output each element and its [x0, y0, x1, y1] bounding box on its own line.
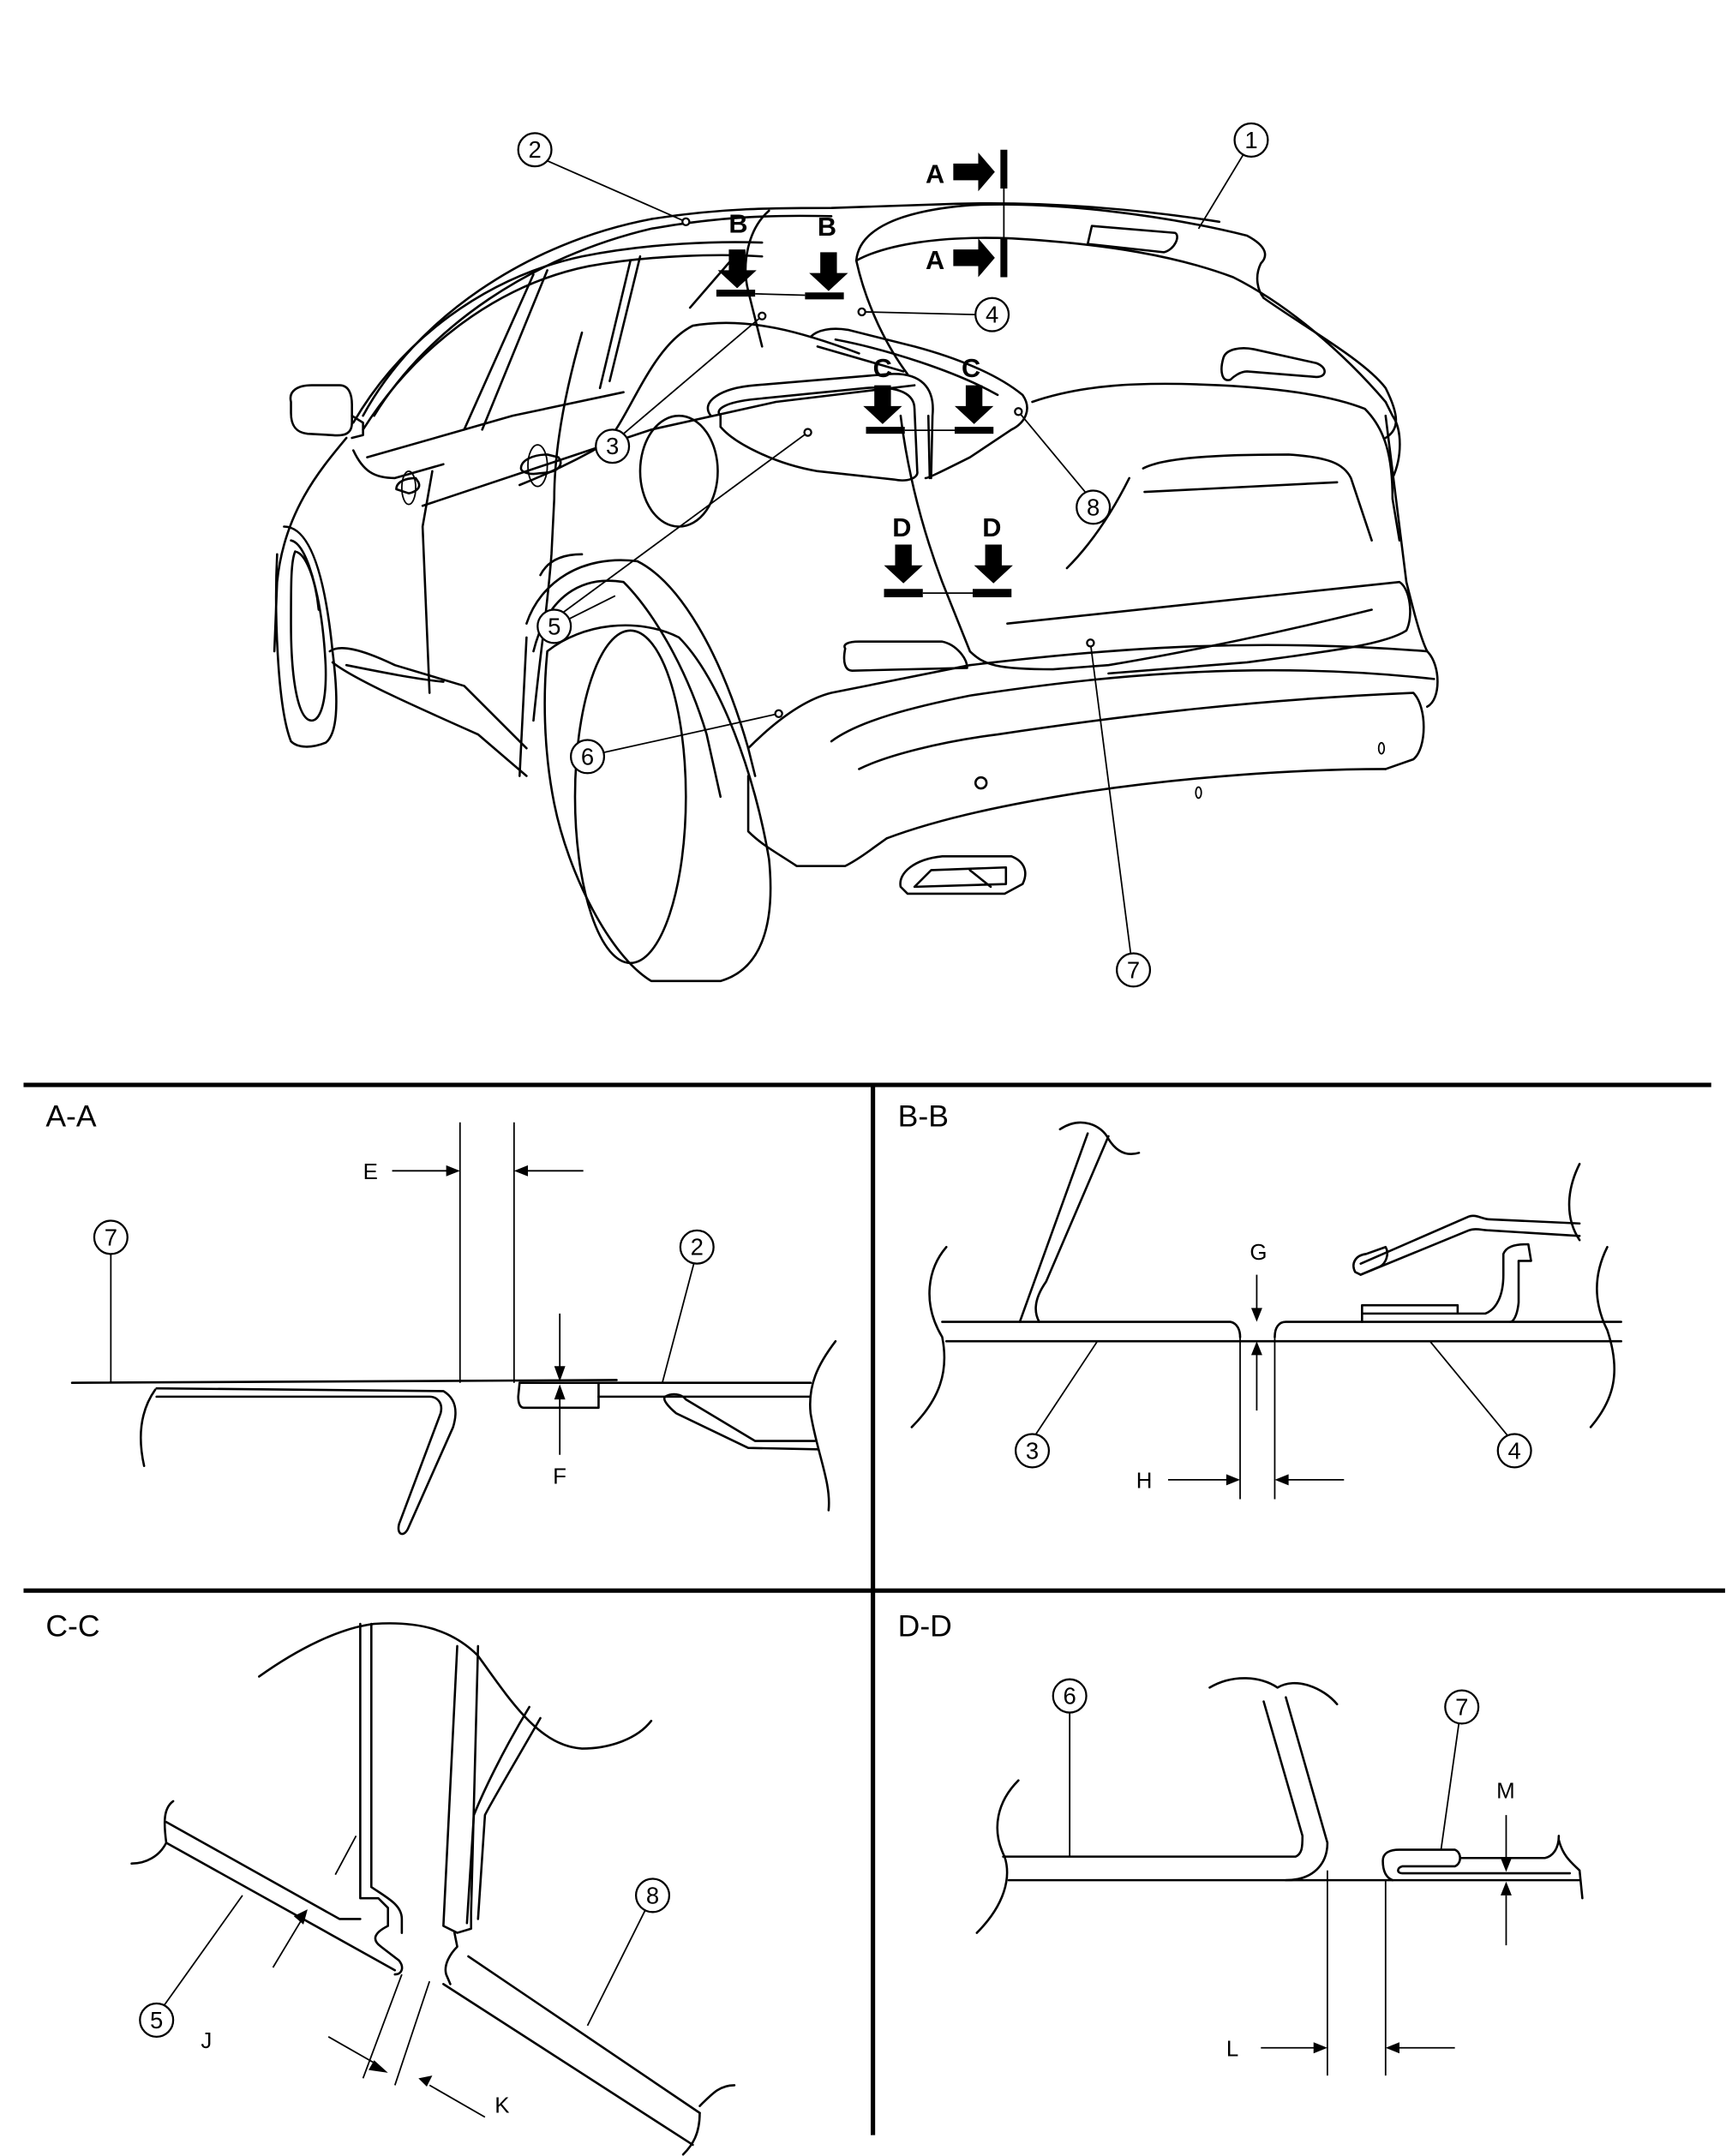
dimension-label-m: M — [1496, 1780, 1515, 1804]
down-arrow-icon — [884, 544, 923, 584]
svg-text:6: 6 — [581, 743, 594, 770]
down-arrow-icon — [717, 249, 757, 289]
callout-b-3: 3 — [1014, 1340, 1099, 1469]
arrow-left-icon — [1385, 2042, 1399, 2054]
svg-text:1: 1 — [1244, 127, 1257, 153]
section-letter: A — [926, 159, 944, 189]
arrow-down-icon — [1500, 1858, 1512, 1872]
svg-text:5: 5 — [548, 613, 560, 639]
callout-3: 3 — [595, 311, 767, 464]
dimension-label-j: J — [201, 2029, 212, 2053]
callout-6: 6 — [569, 709, 783, 775]
svg-text:5: 5 — [150, 2007, 163, 2033]
callout-a-7: 7 — [93, 1219, 129, 1383]
section-letter: B — [728, 209, 747, 239]
arrow-right-icon — [1313, 2042, 1327, 2054]
section-letter: B — [818, 212, 836, 242]
arrow-left-icon — [513, 1165, 529, 1177]
callout-b-4: 4 — [1429, 1340, 1532, 1469]
arrow-down-icon — [1250, 1308, 1262, 1322]
section-b-b: B-B G H — [898, 1099, 1622, 1500]
section-marker-c-right: C — [954, 353, 994, 434]
section-marker-b-right: B — [805, 212, 848, 300]
section-title: C-C — [45, 1609, 99, 1644]
callout-d-7: 7 — [1440, 1689, 1480, 1850]
section-line-b — [755, 293, 806, 296]
section-letter: C — [873, 353, 892, 383]
section-letter: A — [926, 245, 944, 275]
dimension-label-k: K — [494, 2094, 509, 2118]
dimension-label-f: F — [553, 1465, 566, 1489]
arrow-up-icon — [554, 1384, 566, 1400]
svg-text:8: 8 — [1087, 494, 1100, 520]
down-arrow-icon — [863, 385, 902, 424]
section-letter: D — [892, 512, 911, 542]
callout-a-2: 2 — [661, 1229, 715, 1383]
callout-8: 8 — [1014, 407, 1112, 525]
section-bar — [805, 292, 844, 300]
right-arrow-icon — [953, 238, 995, 278]
section-title: A-A — [45, 1099, 97, 1134]
arrow-right-icon — [446, 1165, 460, 1177]
section-bar — [716, 290, 756, 297]
svg-text:4: 4 — [1508, 1437, 1521, 1464]
arrow-left-icon — [1274, 1474, 1289, 1486]
section-marker-d-left: D — [884, 512, 923, 597]
svg-text:2: 2 — [691, 1234, 704, 1261]
arrow-right-icon — [1226, 1474, 1241, 1486]
arrow-left-icon — [418, 2075, 433, 2087]
right-arrow-icon — [953, 152, 995, 192]
section-letter: D — [982, 512, 1001, 542]
section-bar — [1000, 238, 1008, 278]
down-arrow-icon — [974, 544, 1013, 584]
section-c-c: C-C J K — [45, 1609, 736, 2156]
svg-text:3: 3 — [1026, 1437, 1039, 1464]
svg-text:4: 4 — [986, 302, 998, 328]
arrow-up-icon — [293, 1909, 308, 1925]
svg-text:8: 8 — [646, 1882, 659, 1908]
callout-1: 1 — [1197, 122, 1269, 230]
section-marker-a-lower: A — [926, 238, 1008, 278]
callout-c-5: 5 — [139, 1895, 243, 2038]
vehicle-rear-view-drawing — [273, 201, 1439, 983]
dimension-label-g: G — [1250, 1241, 1267, 1265]
callout-c-8: 8 — [586, 1878, 671, 2027]
section-d-d: D-D L M — [898, 1609, 1584, 2076]
callout-7: 7 — [1086, 638, 1152, 988]
section-bar — [972, 589, 1012, 597]
section-bar — [954, 427, 994, 434]
section-title: D-D — [898, 1609, 952, 1644]
dimension-label-l: L — [1226, 2037, 1238, 2061]
dimension-label-e: E — [363, 1160, 378, 1184]
svg-text:2: 2 — [528, 136, 541, 163]
dimension-label-h: H — [1136, 1470, 1153, 1494]
callout-4: 4 — [857, 296, 1010, 332]
arrow-up-icon — [1500, 1881, 1512, 1895]
svg-text:3: 3 — [606, 433, 619, 459]
arrow-right-icon — [369, 2060, 388, 2073]
section-bar — [884, 589, 923, 597]
svg-text:6: 6 — [1064, 1683, 1076, 1710]
section-bar — [866, 427, 905, 434]
svg-text:7: 7 — [1455, 1694, 1468, 1721]
section-a-a: A-A E F — [45, 1099, 837, 1536]
section-bar — [1000, 149, 1008, 189]
down-arrow-icon — [954, 385, 994, 424]
arrow-down-icon — [554, 1366, 566, 1382]
callout-2: 2 — [517, 132, 691, 226]
section-letter: C — [962, 353, 980, 383]
svg-text:7: 7 — [1127, 956, 1140, 983]
callout-5: 5 — [536, 428, 812, 644]
svg-text:7: 7 — [105, 1224, 117, 1250]
arrow-up-icon — [1250, 1341, 1262, 1356]
down-arrow-icon — [809, 252, 848, 291]
callout-d-6: 6 — [1052, 1678, 1088, 1857]
section-title: B-B — [898, 1099, 949, 1134]
section-marker-d-right: D — [972, 512, 1013, 597]
section-marker-b-left: B — [716, 209, 757, 297]
section-marker-a-upper: A — [926, 149, 1008, 192]
section-marker-c-left: C — [863, 353, 905, 434]
